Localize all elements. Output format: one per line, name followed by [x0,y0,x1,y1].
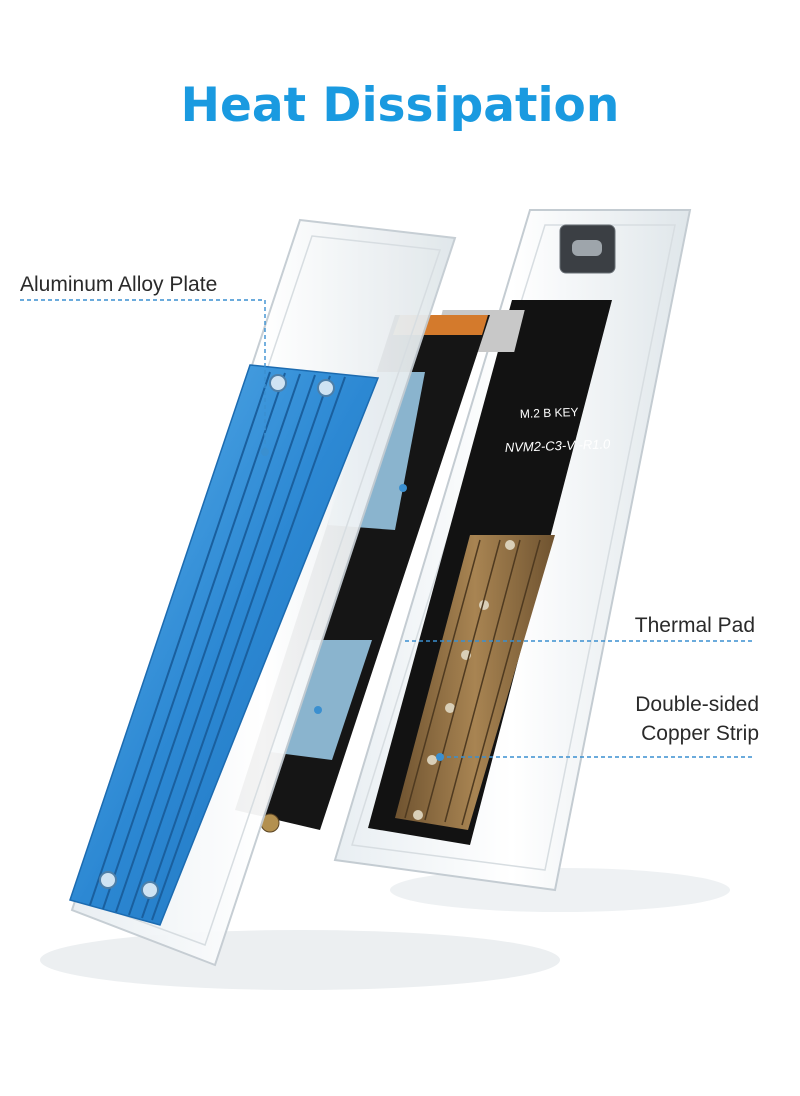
pcb-model-label: NVM2-C3-V -R1.0 [505,436,612,455]
callout-aluminum-alloy-plate: Aluminum Alloy Plate [20,273,218,296]
thermal-pad-dot-lower [314,706,322,714]
callout-copper-line2: Copper Strip [641,722,759,745]
copper-lines [404,539,541,826]
callout-copper-line1: Double-sided [635,693,759,716]
usb-c-port [572,240,602,256]
copper-dot [436,753,444,761]
right-case-inner-edge [351,224,676,871]
leader-dots [261,448,444,761]
callout-thermal-pad: Thermal Pad [634,614,755,637]
heatsink-screws [99,374,335,899]
left-enclosure [69,218,457,967]
pcb-key-label: M.2 B KEY [520,405,579,421]
alloy-dot [261,448,269,456]
page-title: Heat Dissipation [180,78,620,133]
thermal-pad-dot-upper [399,484,407,492]
alloy-leader [20,299,266,450]
floor-shadow [40,930,560,990]
copper-vias [413,540,515,820]
callout-copper-strip: Double-sided Copper Strip [600,690,759,748]
aluminum-heatsink [69,364,380,926]
leader-lines [20,299,755,758]
thermal-pad-lower [270,640,372,760]
heatsink-fins [89,371,346,921]
